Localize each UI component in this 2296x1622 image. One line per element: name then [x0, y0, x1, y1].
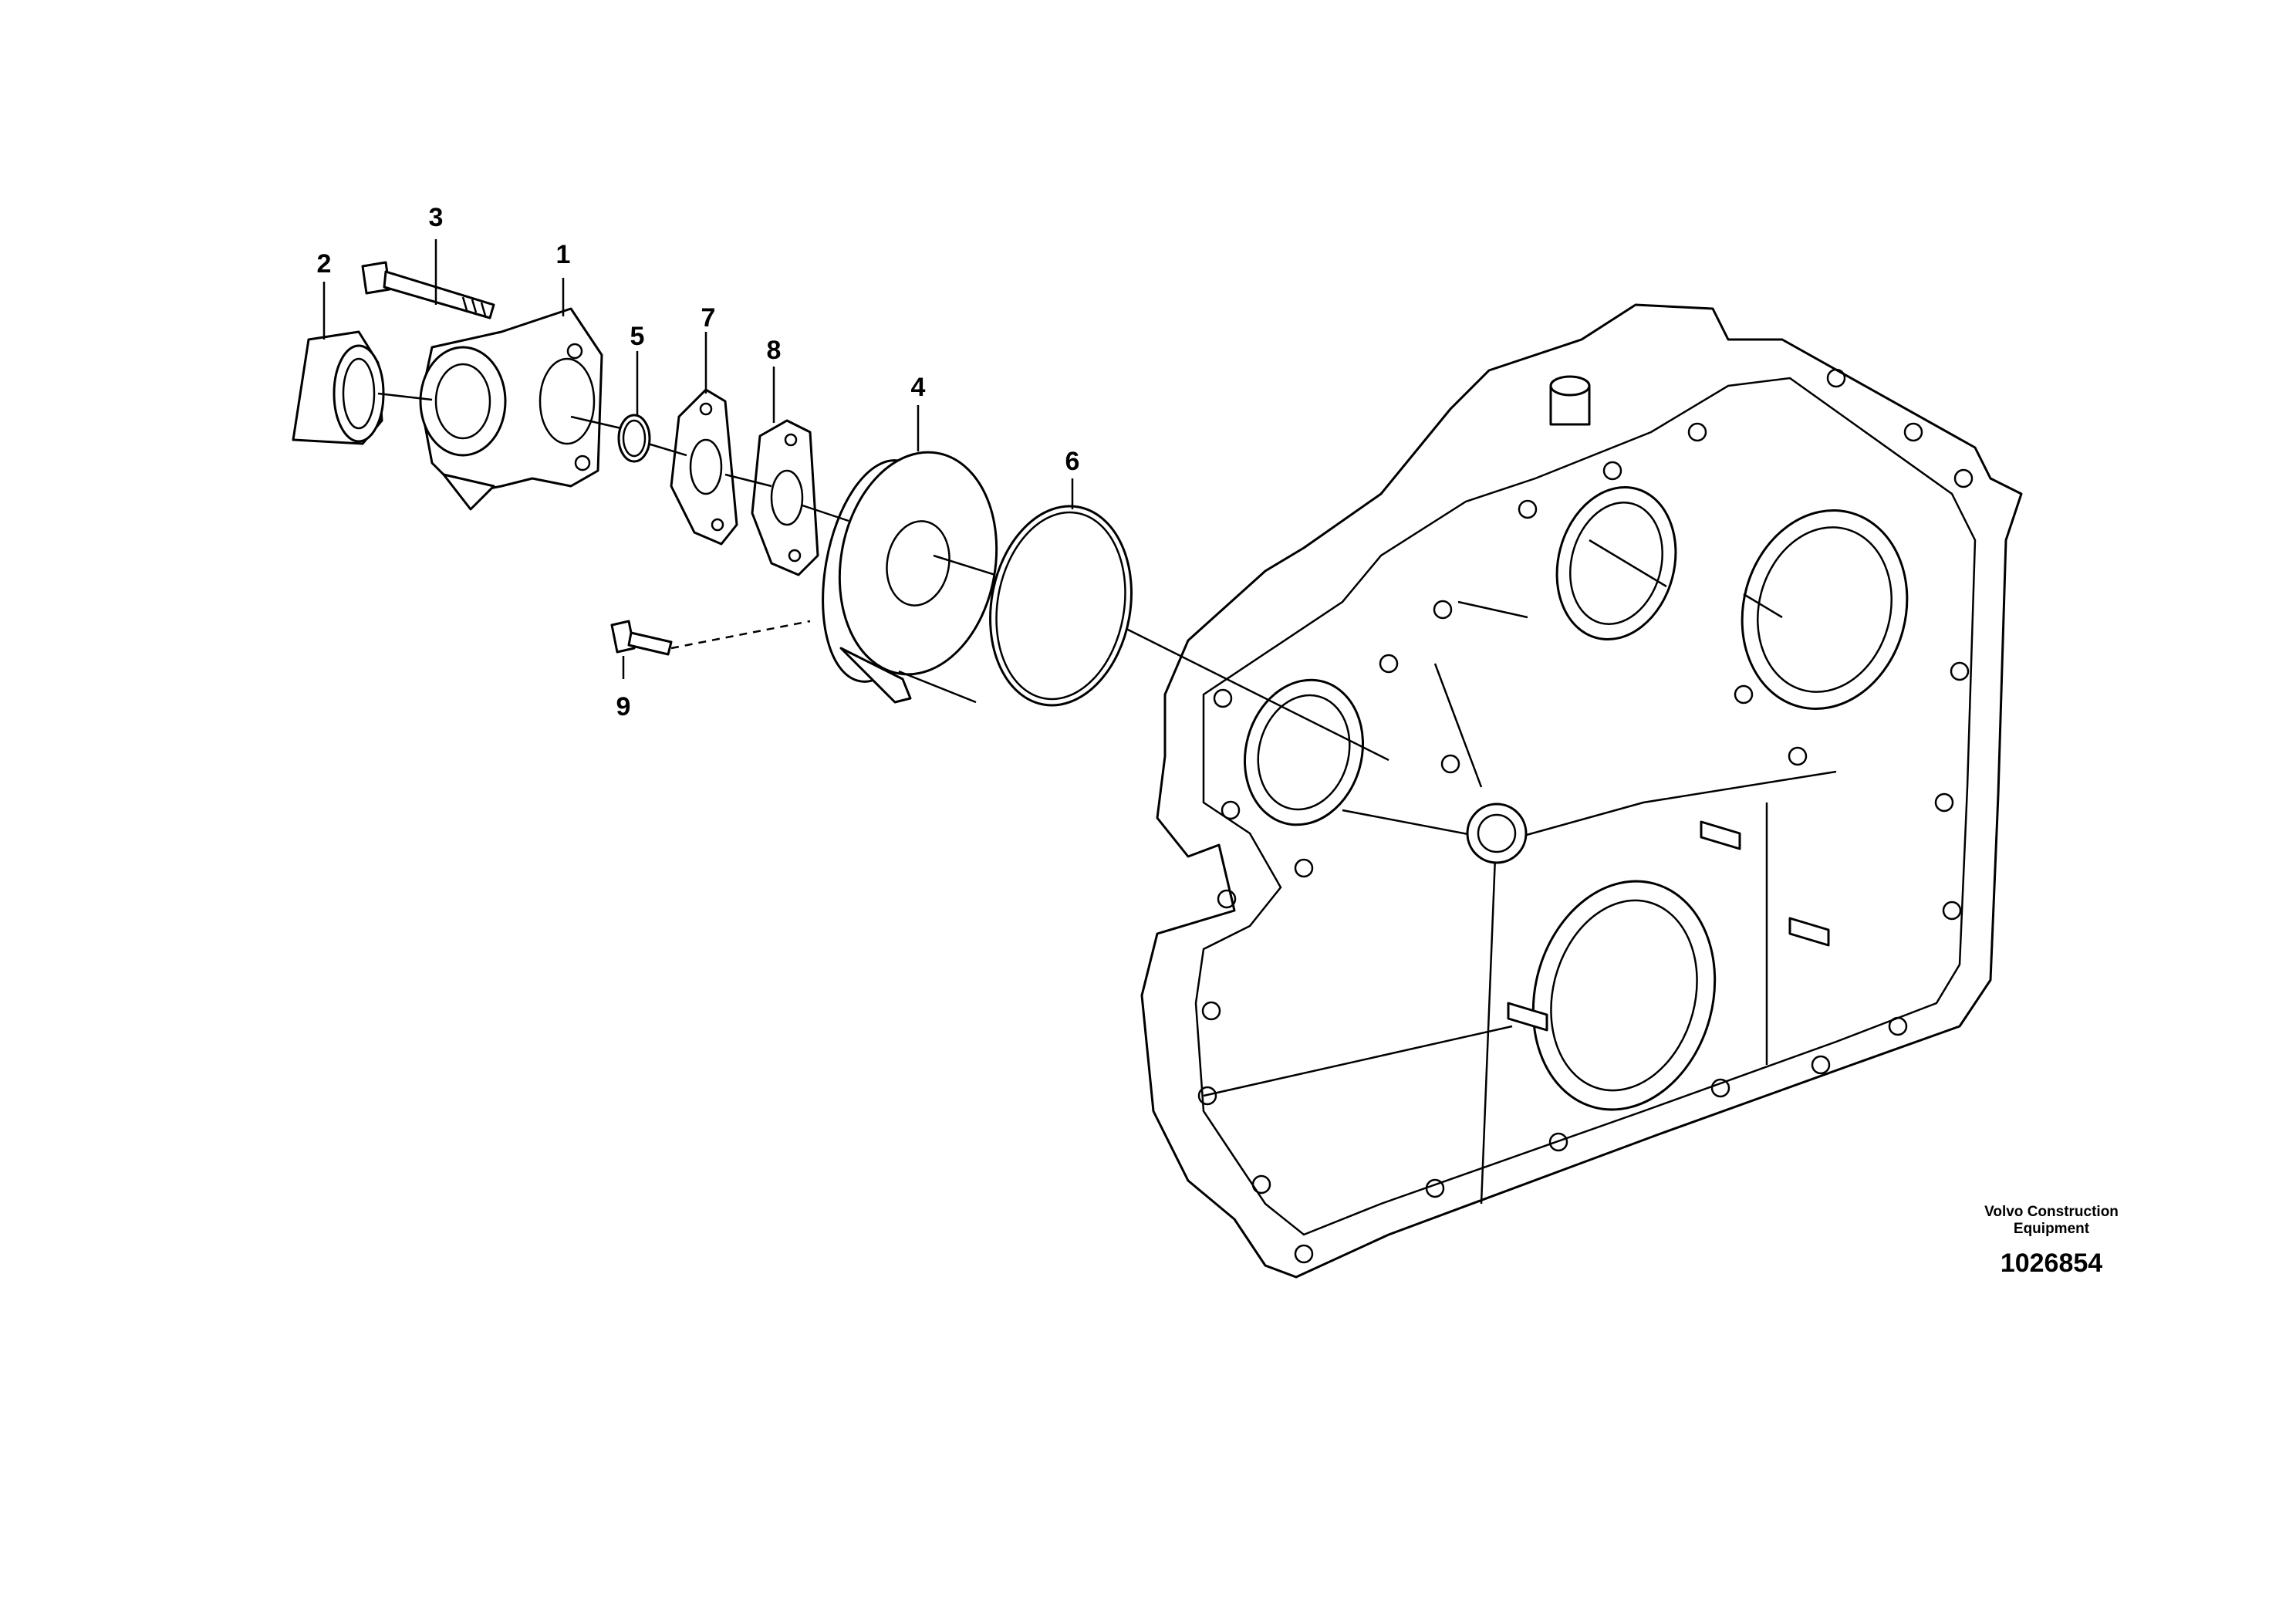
callout-3: 3	[428, 203, 444, 232]
part-7-gasket	[670, 388, 738, 546]
part-4-seal	[822, 451, 998, 704]
timing-gear-cover	[1140, 303, 2023, 1279]
part-6-o-ring	[989, 505, 1133, 707]
callout-9: 9	[616, 692, 631, 721]
brand-line-1: Volvo Construction	[1984, 1204, 2119, 1220]
part-3-bolt	[361, 261, 495, 319]
callout-6: 6	[1065, 447, 1080, 476]
callout-7: 7	[701, 303, 716, 333]
drawing-number: 1026854	[2000, 1249, 2103, 1278]
callout-8: 8	[766, 336, 782, 365]
part-2-cap	[292, 330, 385, 445]
part-8-gasket	[751, 419, 819, 576]
callout-4: 4	[910, 373, 926, 402]
part-1-housing	[419, 307, 603, 511]
part-9-screw	[610, 620, 673, 656]
leader-lines	[322, 239, 1783, 762]
callout-5: 5	[630, 322, 645, 351]
callout-2: 2	[316, 249, 332, 279]
callout-1: 1	[555, 240, 571, 269]
brand-label: Volvo Construction Equipment	[1959, 1204, 2144, 1238]
brand-line-2: Equipment	[2013, 1221, 2090, 1237]
